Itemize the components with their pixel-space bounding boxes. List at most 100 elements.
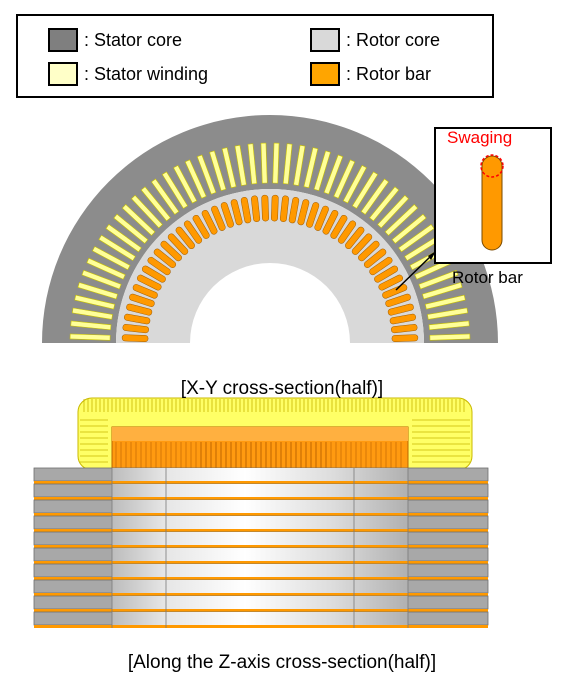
rotor-bar-slot xyxy=(124,313,151,325)
stator-winding-slot xyxy=(161,171,189,209)
rotor-bar-slot xyxy=(175,226,195,250)
stator-winding-slot xyxy=(272,142,280,184)
rotor-bar-slot xyxy=(141,265,166,283)
stator-winding-slot xyxy=(429,333,471,341)
rotor-bar-slot xyxy=(121,334,149,342)
stator-winding-slot xyxy=(113,213,149,244)
stator-winding-slot xyxy=(282,143,293,185)
stator-winding-slot xyxy=(105,224,142,253)
rotor-bar-slot xyxy=(129,293,155,307)
rotor-bar-slot xyxy=(322,209,339,235)
stator-winding-slot xyxy=(391,213,427,244)
rotor-bar-slot xyxy=(167,233,189,255)
rotor-bar-slot xyxy=(363,248,387,268)
legend-item-rotor-bar: : Rotor bar xyxy=(310,62,431,86)
lamination-stack xyxy=(33,467,489,628)
rotor-bar-slot xyxy=(183,220,203,244)
rotor-bar-slot xyxy=(122,324,149,334)
rotor-bar-line xyxy=(34,481,488,484)
xy-caption: [X-Y cross-section(half)] xyxy=(180,378,384,399)
legend-item-rotor-core: : Rotor core xyxy=(310,28,440,52)
rotor-bar-slot xyxy=(297,199,310,226)
rotor-bar-slot xyxy=(389,313,416,325)
stator-winding-slot xyxy=(333,159,356,199)
stator-winding-slot xyxy=(260,142,268,184)
legend-label: : Stator core xyxy=(84,29,183,50)
stator-winding-slot xyxy=(369,186,400,222)
rotor-bar-slot xyxy=(369,256,393,276)
rotor-bar-slot xyxy=(351,233,373,255)
stator-winding-slot xyxy=(377,194,409,229)
rotor-bar-line xyxy=(34,577,488,580)
rotor-bar-slot xyxy=(160,240,182,262)
rotor-bar-slot xyxy=(201,209,218,235)
stator-winding-slot xyxy=(323,154,344,195)
stator-winding-slot xyxy=(81,269,122,290)
stator-winding-slot xyxy=(418,269,459,290)
rotor-bar-slot xyxy=(271,194,279,222)
stator-winding-slot xyxy=(121,204,156,236)
stator-core-swatch xyxy=(48,28,78,52)
stator-winding-slot xyxy=(422,282,463,300)
rotor-bars xyxy=(121,194,419,342)
rotor-bar-slot xyxy=(358,240,380,262)
arrowhead xyxy=(428,251,436,260)
stator-winding-slot xyxy=(70,320,112,331)
rotor-bar-slot xyxy=(240,197,252,224)
stator-winding-slot xyxy=(92,246,131,271)
stator-winding-slot xyxy=(428,320,470,331)
rotor-lamination xyxy=(112,532,408,545)
stator-winding-slot xyxy=(313,150,331,191)
rotor-lamination xyxy=(112,468,408,481)
rotor-bar-slot xyxy=(330,214,348,239)
stator-core xyxy=(42,115,498,343)
stator-winding-slot xyxy=(398,224,435,253)
rotor-bar-slot xyxy=(251,195,261,222)
stator-winding-slot xyxy=(342,165,367,204)
rotor-bar-inset xyxy=(395,127,552,291)
stator-winding-slot xyxy=(151,178,180,215)
rotor-bar-slot xyxy=(391,334,419,342)
stator-winding-slot xyxy=(77,282,118,300)
stator-winding-slot xyxy=(184,159,207,199)
callout-arrow xyxy=(395,254,433,291)
legend-label: : Rotor bar xyxy=(346,63,432,84)
stator-winding-slot xyxy=(69,333,111,341)
rotor-bar-slot xyxy=(337,220,357,244)
rotor-lamination xyxy=(112,500,408,513)
rotor-core-swatch xyxy=(310,28,340,52)
legend-item-stator-winding: : Stator winding xyxy=(48,62,208,86)
rotor-lamination xyxy=(112,580,408,593)
rotor-lamination xyxy=(112,548,408,561)
rotor-bar-slot xyxy=(374,265,399,283)
stator-winding-swatch xyxy=(48,62,78,86)
rotor-bar-label: Rotor bar xyxy=(452,268,523,287)
rotor-bar-slot xyxy=(147,256,171,276)
rotor-bar-swatch xyxy=(310,62,340,86)
rotor-lamination xyxy=(112,564,408,577)
rotor-bar-slot xyxy=(261,194,269,222)
rotor-bar-slot xyxy=(136,274,162,291)
stator-winding-slot xyxy=(293,144,306,186)
rotor-bar-line xyxy=(34,513,488,516)
rotor-bar-line xyxy=(34,609,488,612)
stator-winding-slot xyxy=(209,150,227,191)
rotor-bar-slot xyxy=(230,199,243,226)
stator-winding-slot xyxy=(71,307,113,320)
stator-winding-slot xyxy=(427,307,469,320)
stator-winding-slot xyxy=(131,194,163,229)
rotor-lamination xyxy=(112,596,408,609)
stator-winding-slot xyxy=(424,294,466,310)
z-caption: [Along the Z-axis cross-section(half)] xyxy=(127,652,437,673)
stator-winding-slot xyxy=(221,147,237,189)
stator-winding-slot xyxy=(98,234,136,262)
rotor-bar-line xyxy=(34,561,488,564)
rotor-lamination xyxy=(112,612,408,625)
rotor-bar-slot xyxy=(211,205,226,231)
legend: : Stator core : Rotor core : Stator wind… xyxy=(16,14,494,98)
legend-item-stator-core: : Stator core xyxy=(48,28,182,52)
end-ring-bars xyxy=(115,442,402,470)
rotor-lamination xyxy=(112,516,408,529)
stator-winding-slot xyxy=(234,144,247,186)
swaging-label: Swaging xyxy=(447,128,513,147)
